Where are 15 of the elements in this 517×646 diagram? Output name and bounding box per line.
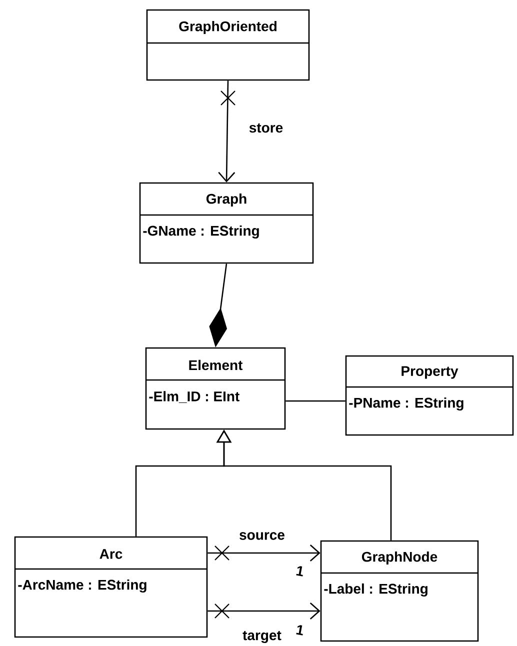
edge-label: source — [238, 531, 286, 541]
edge-label: target — [242, 630, 282, 644]
association-line — [208, 602, 320, 620]
class-box: GraphNode -Label : EString — [320, 540, 479, 642]
edge-label: store — [248, 122, 284, 134]
class-box: Arc -ArcName : EString — [14, 536, 208, 638]
class-box: Element -Elm_ID : EInt — [145, 347, 286, 430]
association-line — [208, 544, 320, 562]
class-box: Property -PName : EString — [345, 355, 514, 436]
association-line — [286, 400, 346, 402]
class-box: GraphOriented — [146, 9, 310, 81]
multiplicity: 1 — [296, 566, 303, 576]
class-box: Graph -GName : EString — [139, 182, 314, 264]
multiplicity: 1 — [296, 625, 303, 636]
association-line — [218, 80, 236, 182]
